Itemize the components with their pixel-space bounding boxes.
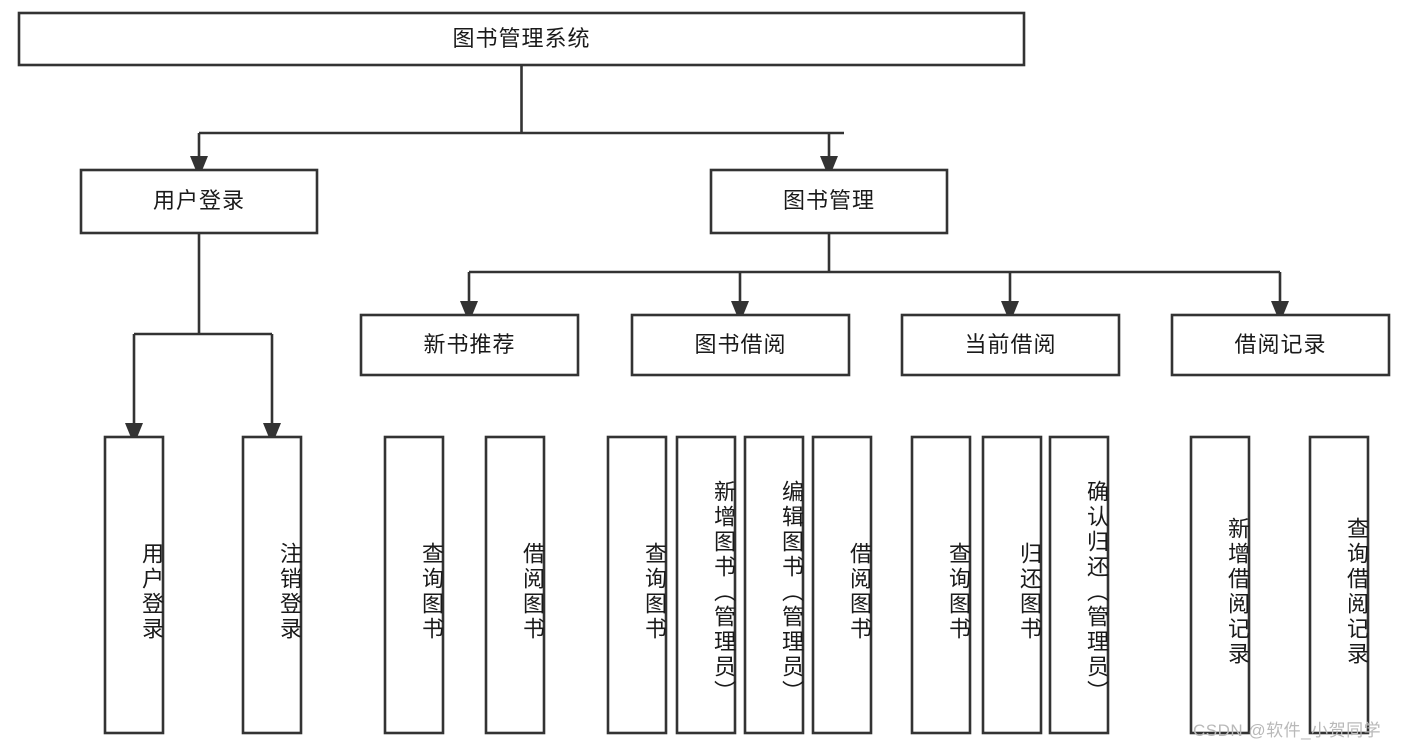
arrow-head-icon [1001,301,1019,323]
node-box-leaf-query-borrow-record[interactable] [1308,435,1370,735]
arrow-head-icon [190,156,208,178]
node-box-leaf-user-login[interactable] [103,435,165,735]
arrow-head-icon [263,423,281,445]
node-box-leaf-borrow-book[interactable] [811,435,873,735]
node-box-book-borrow[interactable] [630,313,851,377]
node-box-leaf-edit-book[interactable] [743,435,805,735]
node-box-book-management[interactable] [709,168,949,235]
arrow-head-icon [820,156,838,178]
arrow-head-icon [1271,301,1289,323]
node-box-leaf-borrow-book-recommend[interactable] [484,435,546,735]
node-box-new-book-recommend[interactable] [359,313,580,377]
node-box-borrow-records[interactable] [1170,313,1391,377]
node-box-leaf-add-book[interactable] [675,435,737,735]
node-box-leaf-query-book-current[interactable] [910,435,972,735]
node-box-root[interactable] [17,11,1026,67]
arrow-head-icon [125,423,143,445]
arrow-head-icon [460,301,478,323]
watermark-text: CSDN @软件_小贺同学 [1193,721,1382,740]
node-box-leaf-confirm-return[interactable] [1048,435,1110,735]
node-box-leaf-return-book[interactable] [981,435,1043,735]
node-box-leaf-add-borrow-record[interactable] [1189,435,1251,735]
node-box-leaf-query-book-recommend[interactable] [383,435,445,735]
node-box-leaf-logout[interactable] [241,435,303,735]
arrow-head-icon [731,301,749,323]
node-box-leaf-query-book-borrow[interactable] [606,435,668,735]
node-box-current-borrow[interactable] [900,313,1121,377]
node-box-user-login[interactable] [79,168,319,235]
